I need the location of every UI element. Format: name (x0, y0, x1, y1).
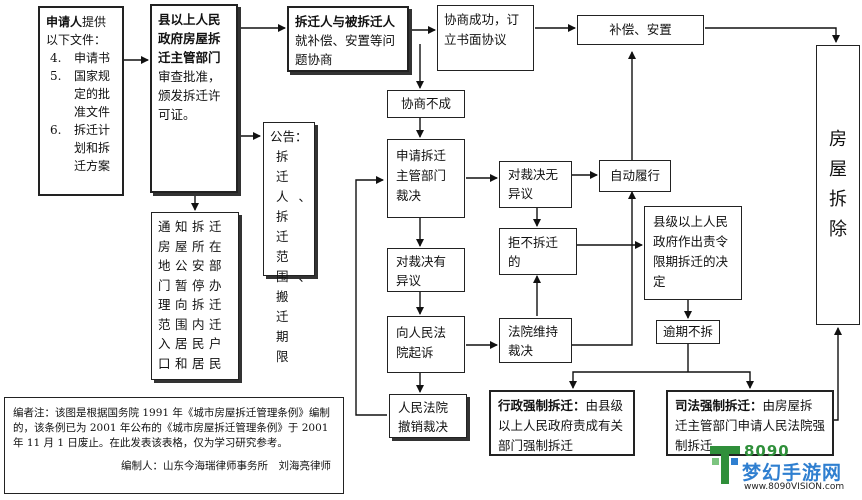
applicant-doc-list: 4.申请书 5.国家规定的批准文件 6.拆迁计划和拆迁方案 (46, 49, 116, 175)
uphold-text: 法院维持裁决 (508, 324, 559, 358)
no-objection-text: 对裁决无异议 (508, 167, 559, 201)
demolish-char: 除 (829, 219, 847, 240)
sue-box: 向人民法院起诉 (387, 316, 465, 373)
notice-title: 公告： (270, 129, 308, 144)
notice-box: 公告： 拆迁人、拆迁范围、搬迁期限 (263, 122, 315, 364)
compensate-text: 补偿、安置 (609, 22, 672, 37)
county-gov-title: 县以上人民政府房屋拆迁主管部门 (158, 12, 221, 65)
applicant-box: 申请人提供以下文件： 4.申请书 5.国家规定的批准文件 6.拆迁计划和拆迁方案 (38, 6, 124, 196)
uphold-box: 法院维持裁决 (499, 318, 572, 363)
notify-box: 通知拆迁房屋所在地公安部门暂停办理向拆迁范围内迁入居民户口和居民 (151, 212, 239, 380)
negotiate-box: 拆迁人与被拆迁人就补偿、安置等问题协商 (287, 6, 409, 72)
watermark-logo-icon (710, 446, 740, 484)
county-gov-box: 县以上人民政府房屋拆迁主管部门审查批准，颁发拆迁许可证。 (150, 4, 238, 193)
apply-box: 申请拆迁主管部门裁决 (387, 139, 465, 218)
no-objection-box: 对裁决无异议 (499, 161, 572, 208)
fail-box: 协商不成 (387, 90, 465, 118)
refuse-box: 拒不拆迁的 (499, 228, 577, 275)
applicant-intro: 提供以下文件： (46, 15, 107, 47)
watermark-url: www.8090VISION.com (744, 482, 845, 492)
fail-text: 协商不成 (400, 96, 451, 111)
arrow-compensate-to-demolish (705, 27, 840, 43)
notice-text: 拆迁人、拆迁范围、搬迁期限 (276, 149, 322, 364)
judicial-force-box: 司法强制拆迁：由房屋拆迁主管部门申请人民法院强制拆迁 (666, 390, 834, 456)
sue-text: 向人民法院起诉 (396, 325, 447, 360)
order-box: 县级以上人民政府作出责令限期拆迁的决定 (644, 206, 742, 300)
editor-note-text: 编者注：该图是根据国务院 1991 年《城市房屋拆迁管理条例》编制的，该条例已为… (13, 407, 330, 449)
watermark-number: 8090 (744, 442, 790, 460)
revoke-text: 人民法院撤销裁决 (398, 400, 449, 434)
overdue-box: 逾期不拆 (656, 320, 720, 344)
demolish-char: 屋 (829, 159, 847, 180)
notify-text: 通知拆迁房屋所在地公安部门暂停办理向拆迁范围内迁入居民户口和居民 (158, 219, 227, 371)
arrow-revoke-to-apply (355, 176, 387, 416)
order-text: 县级以上人民政府作出责令限期拆迁的决定 (653, 214, 729, 289)
apply-text: 申请拆迁主管部门裁决 (396, 148, 447, 203)
admin-force-text: 由县级以上人民政府责成有关部门强制拆迁 (498, 398, 624, 453)
doc-item: 4.申请书 (50, 51, 111, 65)
admin-force-box: 行政强制拆迁：由县级以上人民政府责成有关部门强制拆迁 (489, 390, 635, 456)
editor-note-author: 编制人：山东今海瑞律师事务所 刘海亮律师 (121, 460, 331, 472)
self-perform-text: 自动履行 (609, 168, 660, 183)
arrow-overdue-to-judicial (688, 371, 754, 389)
overdue-text: 逾期不拆 (662, 324, 713, 339)
objection-text: 对裁决有异议 (396, 254, 447, 288)
objection-box: 对裁决有异议 (387, 248, 465, 292)
agree-text: 协商成功，订立书面协议 (444, 12, 520, 47)
arrow-overdue-to-admin (569, 371, 688, 389)
demolish-char: 拆 (829, 189, 847, 210)
demolish-char: 房 (829, 129, 847, 150)
arrow-judicial-to-demolish (834, 327, 842, 421)
watermark-name: 梦幻手游网 (742, 462, 843, 484)
demolish-box: 房 屋 拆 除 (816, 45, 860, 325)
refuse-text: 拒不拆迁的 (508, 235, 559, 269)
editor-note: 编者注：该图是根据国务院 1991 年《城市房屋拆迁管理条例》编制的，该条例已为… (4, 397, 344, 494)
admin-force-title: 行政强制拆迁： (498, 398, 586, 413)
agree-box: 协商成功，订立书面协议 (437, 5, 534, 71)
applicant-title: 申请人 (46, 15, 83, 29)
compensate-box: 补偿、安置 (577, 15, 704, 45)
watermark: 8090 梦幻手游网 www.8090VISION.com (706, 440, 858, 496)
doc-item: 5.国家规定的批准文件 (50, 69, 111, 119)
revoke-box: 人民法院撤销裁决 (389, 394, 467, 438)
doc-item: 6.拆迁计划和拆迁方案 (50, 123, 111, 173)
arrow-uphold-to-self (572, 191, 636, 346)
judicial-force-title: 司法强制拆迁： (675, 398, 763, 413)
negotiate-title: 拆迁人与被拆迁人 (295, 14, 396, 29)
negotiate-text: 就补偿、安置等问题协商 (295, 33, 396, 67)
judicial-force-text: 由房屋拆迁主管部门申请人民法院强制拆迁 (675, 398, 826, 453)
self-perform-box: 自动履行 (599, 160, 671, 192)
county-gov-text: 审查批准，颁发拆迁许可证。 (158, 69, 221, 122)
